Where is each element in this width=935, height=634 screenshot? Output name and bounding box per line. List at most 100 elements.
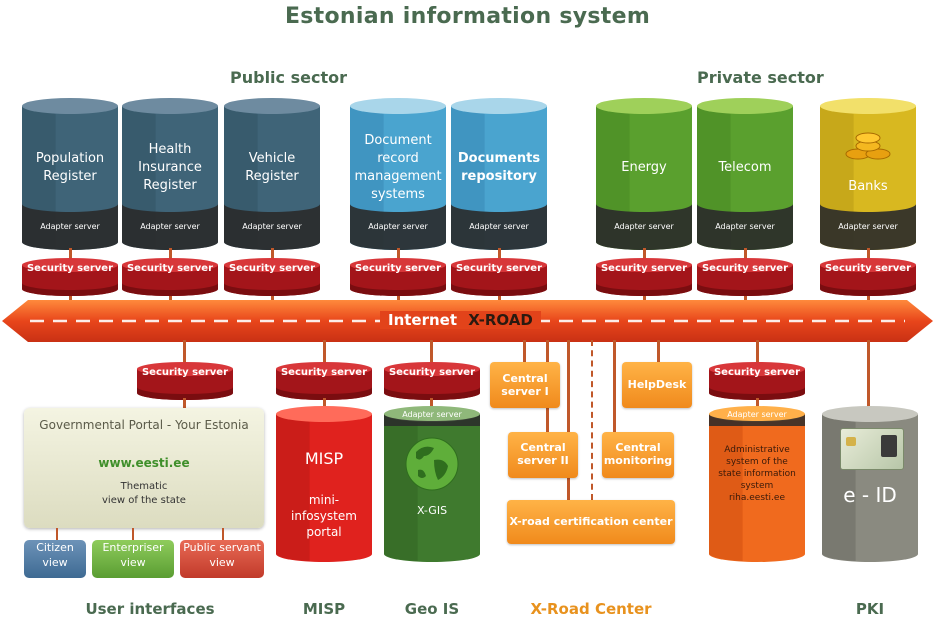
enterpriser-view: Enterpriser view (92, 540, 174, 578)
coins-icon (844, 128, 892, 162)
riha-cylinder: Adapter server Administrative system of … (709, 406, 805, 562)
connector (613, 340, 616, 432)
eid-label: e - ID (843, 483, 897, 507)
misp-label: MISP (302, 600, 346, 618)
security-server-label: Security server (354, 263, 442, 274)
internet-label: Internet (388, 311, 458, 329)
riha-adapter-label: Adapter server (727, 410, 787, 419)
register-label: Document record management systems (354, 133, 442, 202)
xroad-label: Internet X-ROAD (380, 311, 541, 329)
security-server-label: Security server (455, 263, 543, 274)
xroad-certification-center: X-road certification center (507, 500, 675, 544)
connector (222, 528, 224, 540)
security-server-label: Security server (600, 263, 688, 274)
id-card-icon (840, 428, 904, 470)
helpdesk: HelpDesk (622, 362, 692, 408)
register-label: Telecom (718, 160, 772, 175)
security-server: Security server (22, 258, 118, 296)
connector (323, 340, 326, 368)
security-server: Security server (350, 258, 446, 296)
security-server-label: Security server (388, 367, 476, 378)
connector (867, 340, 870, 408)
connector (183, 340, 186, 368)
security-server: Security server (224, 258, 320, 296)
security-server: Security server (122, 258, 218, 296)
security-server: Security server (820, 258, 916, 296)
central-server-1: Central server I (490, 362, 560, 408)
globe-icon (405, 437, 459, 491)
security-server-label: Security server (141, 367, 229, 378)
security-server-label: Security server (280, 367, 368, 378)
security-server-label: Security server (713, 367, 801, 378)
geo-adapter-label: Adapter server (402, 410, 462, 419)
central-monitoring: Central monitoring (602, 432, 674, 478)
misp-description: mini- infosystem portal (291, 493, 357, 539)
portal-url[interactable]: www.eesti.ee (98, 456, 190, 470)
user-interfaces-label: User interfaces (85, 600, 215, 618)
security-server: Security server (596, 258, 692, 296)
connector (756, 398, 759, 408)
connector (756, 340, 759, 368)
governmental-portal: Governmental Portal - Your Estonia www.e… (24, 408, 264, 528)
diagram-title: Estonian information system (284, 4, 651, 29)
adapter-server-label: Adapter server (368, 222, 428, 231)
adapter-server-label: Adapter server (614, 222, 674, 231)
security-server: Security server (697, 258, 793, 296)
adapter-server-label: Adapter server (140, 222, 200, 231)
public-sector-label: Public sector (230, 68, 347, 87)
portal-security-server: Security server (137, 362, 233, 400)
connector (567, 340, 570, 505)
geo-cylinder: Adapter server X-GIS (384, 406, 480, 562)
security-server-label: Security server (126, 263, 214, 274)
geo-label: X-GIS (416, 504, 448, 517)
connector (323, 398, 326, 408)
geo-is-label: Geo IS (404, 600, 460, 618)
portal-title: Governmental Portal - Your Estonia (39, 418, 249, 432)
xroad-center-label: X-Road Center (530, 600, 652, 618)
connector (523, 340, 526, 364)
adapter-server-label: Adapter server (469, 222, 529, 231)
dashed-connector (591, 340, 593, 500)
connector (657, 340, 660, 364)
security-server-label: Security server (228, 263, 316, 274)
portal-description: Thematic view of the state (102, 481, 186, 506)
security-server-label: Security server (824, 263, 912, 274)
security-server: Security server (451, 258, 547, 296)
security-server-label: Security server (26, 263, 114, 274)
register-label: Documents repository (457, 151, 541, 184)
connector (430, 340, 433, 368)
adapter-server-label: Adapter server (715, 222, 775, 231)
register-label: Vehicle Register (245, 151, 299, 184)
adapter-server-label: Adapter server (838, 222, 898, 231)
public-servant-view: Public servant view (180, 540, 264, 578)
connector (56, 528, 58, 540)
xroad-name: X-ROAD (468, 311, 533, 329)
connector (183, 398, 186, 410)
adapter-server-label: Adapter server (242, 222, 302, 231)
riha-description: Administrative system of the state infor… (718, 445, 796, 503)
private-sector-label: Private sector (697, 68, 824, 87)
misp-cylinder: MISP mini- infosystem portal (276, 406, 372, 562)
pki-cylinder: e - ID (822, 406, 918, 562)
register-label: Health Insurance Register (138, 142, 202, 193)
connector (430, 398, 433, 408)
riha-security-server: Security server (709, 362, 805, 400)
adapter-server-label: Adapter server (40, 222, 100, 231)
security-server-label: Security server (701, 263, 789, 274)
misp-security-server: Security server (276, 362, 372, 400)
connector (132, 528, 134, 540)
misp-title: MISP (304, 449, 344, 468)
citizen-view: Citizen view (24, 540, 86, 578)
pki-label: PKI (855, 600, 885, 618)
register-label: Population Register (35, 151, 105, 184)
central-server-2: Central server II (508, 432, 578, 478)
geo-security-server: Security server (384, 362, 480, 400)
